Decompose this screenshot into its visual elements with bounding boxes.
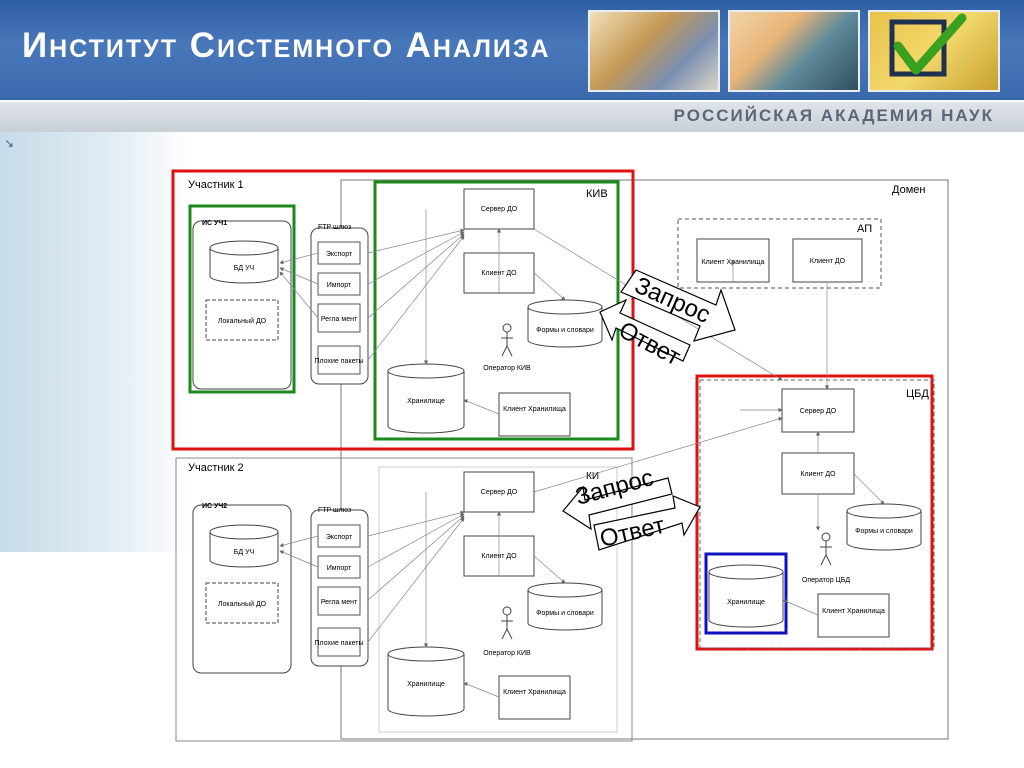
academy-title: РОССИЙСКАЯ АКАДЕМИЯ НАУК: [673, 106, 994, 125]
kiv-operator-icon: [501, 323, 513, 357]
svg-text:Регла мент: Регла мент: [321, 599, 358, 606]
connection-lines: [279, 209, 885, 698]
ftp1-reglament: [317, 303, 361, 333]
server-room-image: [0, 132, 190, 552]
cbd-forms: Формы и словари: [846, 503, 922, 551]
participant1-highlight: [171, 169, 635, 451]
kiv2-operator-label: Оператор КИВ: [483, 650, 531, 657]
svg-text:Импорт: Импорт: [327, 282, 352, 289]
kiv-operator-label: Оператор КИВ: [483, 365, 531, 372]
svg-text:Экспорт: Экспорт: [326, 251, 353, 258]
svg-text:Импорт: Импорт: [327, 565, 352, 572]
kiv-storage-client-label: Клиент Хранилища: [503, 406, 566, 413]
svg-text:Плохие пакеты: Плохие пакеты: [315, 640, 364, 647]
ap-label: АП: [857, 223, 872, 235]
cbd-client-do: [781, 452, 855, 495]
participant1-label: Участник 1: [188, 179, 244, 191]
domain-label: Домен: [892, 184, 925, 196]
institute-title: Институт Системного Анализа: [22, 26, 551, 65]
ap-client-do: [792, 238, 863, 283]
local-do-1: [205, 299, 279, 341]
kiv-storage: Хранилище: [387, 363, 465, 434]
svg-text:Регла мент: Регла мент: [321, 316, 358, 323]
ftp-gateway-1-label: FTP шлюз: [318, 224, 351, 231]
cbd-server-do: [781, 388, 855, 433]
cbd-storage-client-label: Клиент Хранилища: [822, 608, 885, 615]
svg-text:Ответ: Ответ: [614, 316, 685, 371]
svg-text:БД УЧ: БД УЧ: [234, 549, 255, 556]
cbd-box: [699, 379, 935, 649]
ap-box: [677, 218, 882, 289]
participant2-label: Участник 2: [188, 462, 244, 474]
domain-box: [340, 179, 949, 740]
request-arrow-2: Запрос: [562, 464, 673, 531]
is-uch2-label: ИС УЧ2: [202, 503, 227, 510]
svg-text:Формы и словари: Формы и словари: [536, 327, 594, 334]
local-do-2: [205, 582, 279, 624]
local-do-1-label: Локальный ДО: [218, 317, 267, 325]
corner-arrow-icon: ↘: [4, 136, 15, 150]
local-do-2-label: Локальный ДО: [218, 600, 267, 608]
kiv-storage-client: [498, 392, 571, 437]
kiv2-storage-client: [498, 675, 571, 720]
svg-text:Хранилище: Хранилище: [407, 398, 445, 405]
cbd-storage-highlight: [704, 552, 788, 635]
checkmark-image: [868, 10, 1000, 92]
svg-text:Клиент Хранилища: Клиент Хранилища: [503, 406, 566, 413]
svg-text:Формы и словари: Формы и словари: [855, 528, 913, 535]
svg-text:Хранилище: Хранилище: [727, 599, 765, 606]
is-uch1-highlight: [188, 204, 296, 394]
subtitle-bar: РОССИЙСКАЯ АКАДЕМИЯ НАУК: [0, 100, 1024, 132]
ftp1-bad-packets: [317, 345, 361, 375]
header-banner: Институт Системного Анализа: [0, 0, 1024, 100]
kiv2-operator-icon: [501, 606, 513, 640]
svg-text:Хранилище: Хранилище: [407, 681, 445, 688]
kiv2-box: [378, 466, 618, 733]
kiv-label: КИВ: [586, 188, 608, 200]
cbd-storage-client: [817, 593, 890, 638]
svg-text:Плохие пакеты: Плохие пакеты: [315, 358, 364, 365]
cbd-operator-icon: [820, 532, 832, 566]
svg-text:Экспорт: Экспорт: [326, 534, 353, 541]
cbd-storage: Хранилище: [708, 564, 784, 628]
lab-photo-1: [588, 10, 720, 92]
is-uch1-label: ИС УЧ1: [202, 220, 227, 227]
ftp2-reglament: [317, 586, 361, 616]
svg-text:Сервер ДО: Сервер ДО: [800, 408, 837, 415]
svg-text:Клиент Хранилища: Клиент Хранилища: [822, 608, 885, 615]
kiv2-storage: Хранилище: [387, 646, 465, 717]
db-uch2: БД УЧ: [209, 524, 279, 568]
svg-text:Клиент Хранилища: Клиент Хранилища: [503, 689, 566, 696]
db-uch1: БД УЧ: [209, 240, 279, 284]
svg-text:Клиент ДО: Клиент ДО: [800, 471, 836, 478]
ap-client-do-label: Клиент ДО: [810, 258, 846, 265]
kiv2-label: КИ: [586, 471, 599, 482]
svg-text:Сервер ДО: Сервер ДО: [481, 206, 518, 213]
ftp2-bad-packets: [317, 627, 361, 657]
kiv2-storage-client-label: Клиент Хранилища: [503, 689, 566, 696]
cbd-label: ЦБД: [906, 388, 929, 400]
svg-text:БД УЧ: БД УЧ: [234, 265, 255, 272]
svg-text:Сервер ДО: Сервер ДО: [481, 489, 518, 496]
lab-photo-2: [728, 10, 860, 92]
participant2-box: [175, 457, 633, 742]
kiv2-forms: Формы и словари: [527, 582, 603, 631]
ftp-gateway-2-label: FTP шлюз: [318, 507, 351, 514]
svg-text:Формы и словари: Формы и словари: [536, 610, 594, 617]
cbd-operator-label: Оператор ЦБД: [802, 577, 850, 584]
kiv-forms: Формы и словари: [527, 299, 603, 348]
